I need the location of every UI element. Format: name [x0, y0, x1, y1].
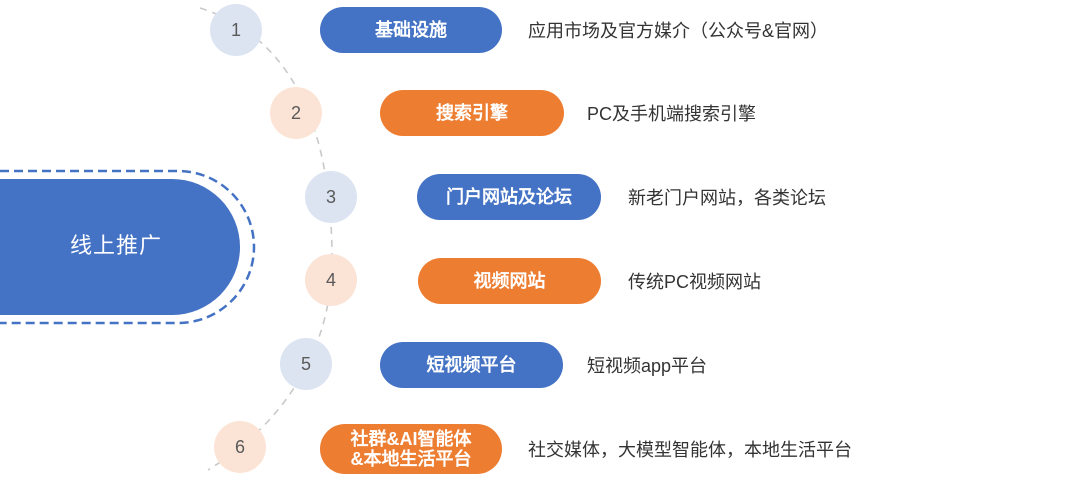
category-pill-video-sites[interactable]: 视频网站	[418, 258, 601, 304]
main-category-title: 线上推广	[70, 233, 163, 258]
description-community-ai-local: 社交媒体，大模型智能体，本地生活平台	[528, 440, 852, 460]
description-video-sites: 传统PC视频网站	[628, 272, 762, 292]
step-number-2: 2	[270, 87, 322, 139]
description-infrastructure: 应用市场及官方媒介（公众号&官网）	[528, 21, 829, 41]
category-pill-community-ai-local[interactable]: 社群&AI智能体 &本地生活平台	[320, 424, 502, 474]
category-pill-search-engine[interactable]: 搜索引擎	[380, 90, 564, 136]
category-pill-line-2: &本地生活平台	[350, 449, 472, 469]
description-search-engine: PC及手机端搜索引擎	[587, 104, 757, 124]
step-number-1: 1	[210, 4, 262, 56]
step-number-5: 5	[280, 338, 332, 390]
category-pill-portals-forums[interactable]: 门户网站及论坛	[417, 174, 601, 220]
step-number-4: 4	[305, 254, 357, 306]
category-pill-short-video[interactable]: 短视频平台	[380, 342, 563, 388]
category-pill-line-1: 社群&AI智能体	[350, 429, 472, 449]
description-portals-forums: 新老门户网站，各类论坛	[628, 188, 826, 208]
main-category-shape	[0, 169, 256, 325]
description-short-video: 短视频app平台	[587, 356, 708, 376]
category-pill-infrastructure[interactable]: 基础设施	[320, 7, 502, 53]
step-number-3: 3	[305, 171, 357, 223]
step-number-6: 6	[214, 421, 266, 473]
